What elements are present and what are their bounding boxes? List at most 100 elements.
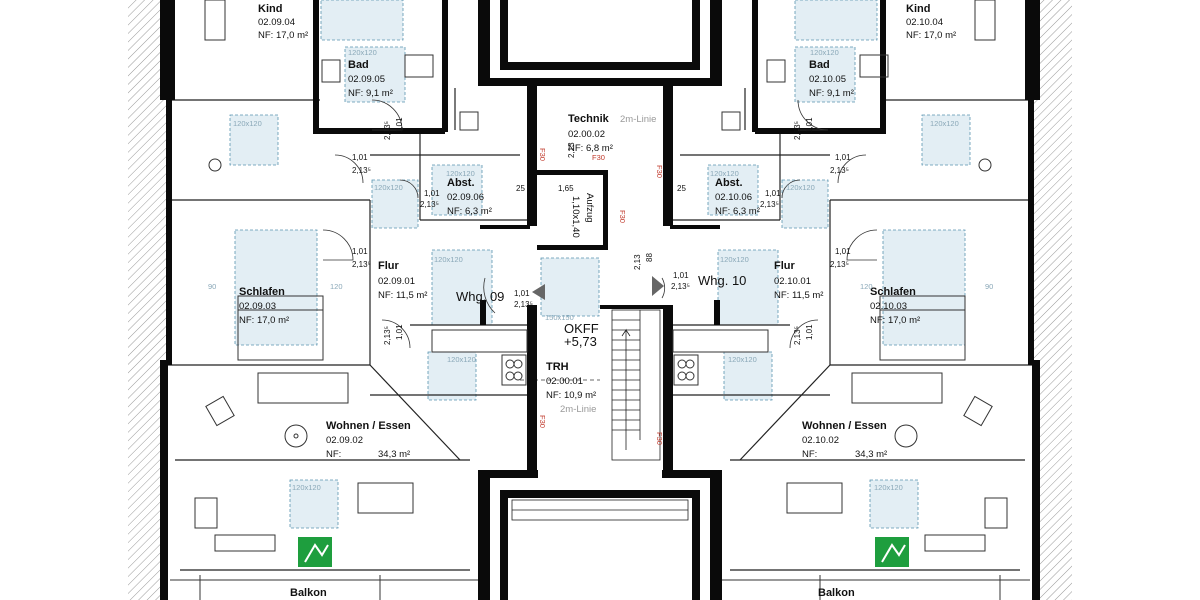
room-number-schlafen-09: 02.09.03: [239, 301, 276, 312]
turn-label-3: 120x120: [374, 183, 403, 192]
door-dim-e: 1,01: [424, 189, 440, 198]
room-area-schlafen-09: NF: 17,0 m²: [239, 315, 289, 326]
room-name-bad-09: Bad: [348, 59, 369, 71]
stairs: [511, 309, 689, 521]
bath-fixtures: [204, 0, 996, 131]
door-dim-f: 2,13⁵: [420, 200, 439, 209]
fire-rating-1: F30: [538, 148, 547, 161]
room-name-kind-10: Kind: [906, 3, 930, 15]
balcony-railing: [170, 575, 1030, 600]
room-area-trh: NF: 10,9 m²: [546, 390, 596, 401]
door-dim-m: 1,01: [805, 117, 814, 133]
door-dim-o: 1,01: [835, 153, 851, 162]
turn-label-10: 120x120: [786, 183, 815, 192]
room-name-schlafen-10: Schlafen: [870, 286, 916, 298]
turn-label-12: 120x120: [720, 255, 749, 264]
fire-rating-6: F30: [655, 432, 664, 445]
furniture: [194, 158, 1008, 552]
dim-213-core: 2,13: [633, 254, 642, 270]
dim-90-right: 90: [985, 282, 993, 291]
dim-90-left: 90: [208, 282, 216, 291]
turn-label-11: 120x120: [710, 169, 739, 178]
room-name-schlafen-09: Schlafen: [239, 286, 285, 298]
room-area-label-wohnen-10: NF:: [802, 449, 817, 460]
door-dim-h: 2,13⁵: [352, 260, 371, 269]
door-dim-l: 2,13⁵: [514, 300, 533, 309]
turn-label-5: 120x120: [434, 255, 463, 264]
line-2m-bottom: 2m-Linie: [560, 404, 596, 415]
room-area-kind-09: NF: 17,0 m²: [258, 30, 308, 41]
turn-label-8: 120x120: [810, 48, 839, 57]
room-area-flur-10: NF: 11,5 m²: [774, 290, 823, 301]
fire-rating-2: F30: [592, 153, 605, 162]
room-name-flur-09: Flur: [378, 260, 399, 272]
room-name-technik: Technik: [568, 113, 610, 125]
unit-label-right: Whg. 10: [698, 273, 746, 288]
door-dim-s: 1,01: [835, 247, 851, 256]
balcony-label-left: Balkon: [290, 587, 327, 599]
turning-area-core-label: 150x150: [545, 313, 574, 322]
unit-label-left: Whg. 09: [456, 289, 504, 304]
room-name-abst-10: Abst.: [715, 177, 743, 189]
turn-label-2: 120x120: [233, 119, 262, 128]
room-number-flur-10: 02.10.01: [774, 276, 811, 287]
room-number-schlafen-10: 02.10.03: [870, 301, 907, 312]
fire-rating-3: F30: [655, 165, 664, 178]
door-dim-u: 1,01: [805, 324, 814, 340]
door-dim-i: 1,01: [395, 324, 404, 340]
dim-120-left: 120: [330, 282, 343, 291]
door-dim-n: 2,13⁵: [793, 121, 802, 140]
room-area-schlafen-10: NF: 17,0 m²: [870, 315, 920, 326]
door-dim-r: 2,13⁵: [760, 200, 779, 209]
dim-88: 88: [645, 253, 654, 262]
fire-rating-4: F30: [618, 210, 627, 223]
door-dim-v: 2,13⁵: [793, 326, 802, 345]
door-dim-x: 2,13⁵: [671, 282, 690, 291]
room-number-wohnen-09: 02.09.02: [326, 435, 363, 446]
room-name-abst-09: Abst.: [447, 177, 475, 189]
turn-label-13: 120x120: [728, 355, 757, 364]
room-area-kind-10: NF: 17,0 m²: [906, 30, 956, 41]
room-area-bad-10: NF: 9,1 m²: [809, 88, 854, 99]
door-dim-g: 1,01: [352, 247, 368, 256]
room-area-value-wohnen-10: 34,3 m²: [855, 449, 887, 460]
balcony-label-right: Balkon: [818, 587, 855, 599]
room-name-wohnen-10: Wohnen / Essen: [802, 420, 887, 432]
dim-25-left: 25: [516, 184, 525, 193]
emergency-exit-sign-right: [875, 537, 909, 567]
line-2m-top: 2m-Linie: [620, 114, 656, 125]
turn-label-14: 120x120: [874, 483, 903, 492]
turn-label-1: 120x120: [348, 48, 377, 57]
turn-label-4: 120x120: [446, 169, 475, 178]
room-name-trh: TRH: [546, 361, 569, 373]
door-dim-p: 2,13⁵: [830, 166, 849, 175]
room-area-abst-10: NF: 6,3 m²: [715, 206, 760, 217]
room-number-abst-09: 02.09.06: [447, 192, 484, 203]
room-number-kind-09: 02.09.04: [258, 17, 295, 28]
room-area-flur-09: NF: 11,5 m²: [378, 290, 427, 301]
room-outlines: [166, 88, 1034, 571]
turning-areas: [229, 0, 971, 529]
room-number-kind-10: 02.10.04: [906, 17, 943, 28]
room-name-wohnen-09: Wohnen / Essen: [326, 420, 411, 432]
room-number-wohnen-10: 02.10.02: [802, 435, 839, 446]
entry-arrow-right: [652, 276, 664, 296]
roof-hatch-left: [128, 0, 166, 600]
room-number-bad-09: 02.09.05: [348, 74, 385, 85]
fire-rating-5: F30: [538, 415, 547, 428]
room-number-trh: 02.00.01: [546, 376, 583, 387]
level-label: OKFF: [564, 321, 599, 336]
door-dim-t: 2,13⁵: [830, 260, 849, 269]
emergency-exit-sign-left: [298, 537, 332, 567]
room-area-bad-09: NF: 9,1 m²: [348, 88, 393, 99]
door-dim-b: 2,13⁵: [383, 121, 392, 140]
room-name-flur-10: Flur: [774, 260, 795, 272]
room-area-abst-09: NF: 6,3 m²: [447, 206, 492, 217]
door-dim-j: 2,13⁵: [383, 326, 392, 345]
door-dim-q: 1,01: [765, 189, 781, 198]
door-dim-a: 1,01: [395, 117, 404, 133]
room-number-flur-09: 02.09.01: [378, 276, 415, 287]
room-name-kind-09: Kind: [258, 3, 282, 15]
dim-120-right: 120: [860, 282, 873, 291]
doors: [322, 99, 878, 349]
